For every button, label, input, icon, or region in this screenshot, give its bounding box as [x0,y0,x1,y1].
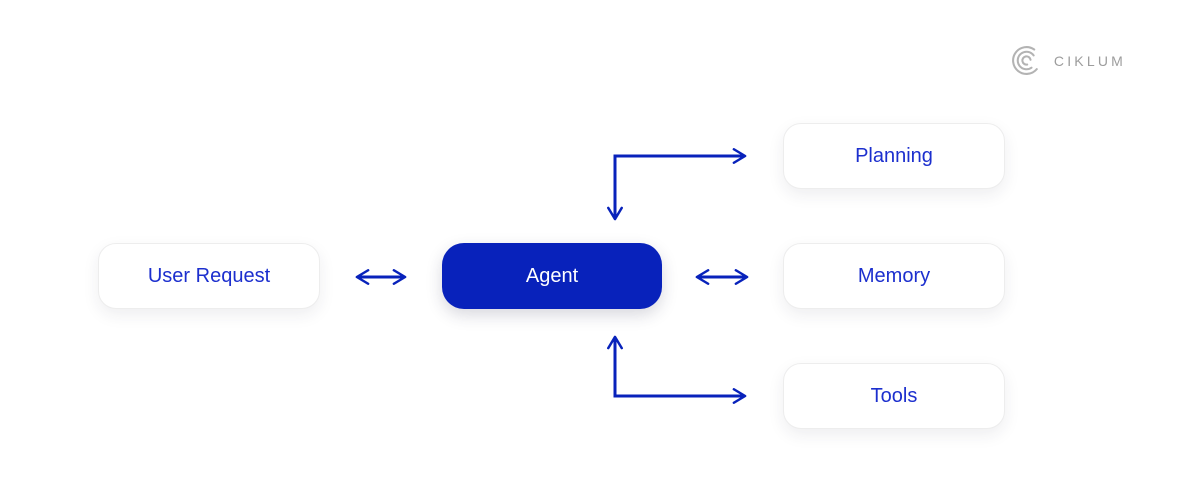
node-label: Memory [857,264,931,287]
node-label: Tools [870,384,918,407]
node-agent: Agent [442,243,662,309]
node-user-request: User Request [98,243,320,309]
node-tools: Tools [783,363,1005,429]
brand-logo: CIKLUM [1010,44,1126,77]
node-label: User Request [147,264,271,287]
brand-name: CIKLUM [1053,52,1126,69]
ciklum-arcs-icon [1011,46,1038,75]
node-label: Planning [855,144,933,167]
node-planning: Planning [783,123,1005,189]
node-label: Agent [525,264,579,287]
connector-agent-planning [607,148,747,221]
node-memory: Memory [783,243,1005,309]
connector-agent-tools [607,335,747,404]
